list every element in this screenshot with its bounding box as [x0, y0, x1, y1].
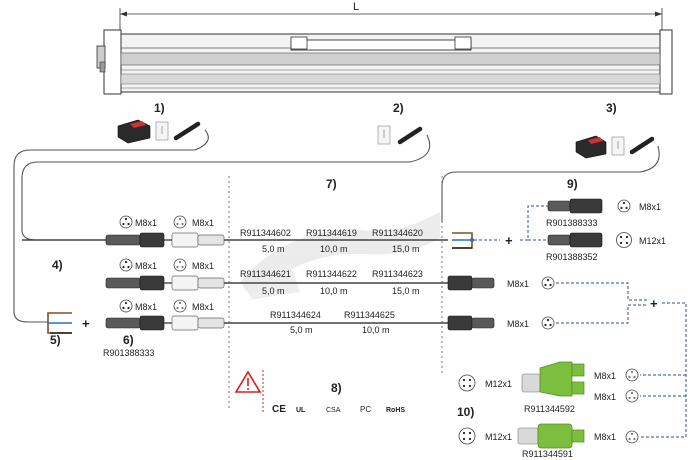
callout-1: 1): [154, 101, 165, 115]
cable-3-part-1: R911344624: [270, 310, 321, 320]
callout-3: 3): [606, 101, 617, 115]
cable-1-length-1: 5,0 m: [262, 244, 285, 254]
socket-connector-label-1: M8x1: [192, 218, 214, 228]
sensor-kit-1: [117, 119, 201, 144]
callout-8: 8): [331, 381, 342, 395]
cable-2-part-1: R911344621: [240, 269, 291, 279]
callout-5: 5): [50, 333, 61, 347]
right-connector-icon-2: [541, 316, 555, 330]
callout-2: 2): [393, 101, 404, 115]
group9-thread-2: M12x1: [639, 236, 666, 246]
group9-cable-m12: [547, 232, 632, 248]
group9-part-1: R901388333: [546, 218, 598, 228]
cable-1-length-3: 15,0 m: [392, 244, 420, 254]
callout-6: 6): [123, 333, 134, 347]
cable-2-part-3: R911344623: [372, 269, 423, 279]
left-connector-label-1: M8x1: [135, 218, 157, 228]
adapter-straight-part: R911344591: [522, 449, 573, 459]
adapter-straight-out-icon: [625, 430, 639, 444]
callout-9: 9): [567, 177, 578, 191]
cable-2-length-2: 10,0 m: [320, 286, 348, 296]
socket-connector-label-3: M8x1: [192, 302, 214, 312]
group9-part-2: R901388352: [546, 252, 598, 262]
callout-7: 7): [326, 177, 337, 191]
sensor-part-number: R901388333: [103, 348, 155, 358]
sensor-cable-routes: [13, 129, 660, 323]
cert-rohs: RoHS: [386, 407, 405, 414]
cable-3-length-2: 10,0 m: [362, 325, 390, 335]
adapter-y-thread-in: M12x1: [485, 379, 512, 389]
adapter-y-out-icons: [625, 368, 639, 403]
cable-1-part-3: R911344620: [372, 228, 423, 238]
cable-2-length-1: 5,0 m: [262, 286, 285, 296]
plus-network: +: [650, 296, 658, 311]
cable-1-part-2: R911344619: [306, 228, 357, 238]
group9-cable-m8: [547, 198, 631, 214]
linear-module: L: [96, 1, 673, 95]
cert-ul: UL: [296, 407, 306, 414]
adapter-y-thread-out-2: M8x1: [594, 392, 616, 402]
sensor-kit-2: [377, 125, 423, 145]
cable-3-length-1: 5,0 m: [290, 325, 313, 335]
warning-icon: [234, 370, 264, 412]
adapter-y-part: R911344592: [524, 404, 575, 414]
cable-1-length-2: 10,0 m: [320, 244, 348, 254]
wire-end-left: [47, 312, 72, 334]
right-connector-label-1: M8x1: [507, 279, 529, 289]
dashed-adapter-network: [556, 282, 687, 438]
callout-4: 4): [52, 258, 63, 272]
cable-2-length-3: 15,0 m: [392, 286, 420, 296]
plus-right: +: [505, 233, 513, 248]
callout-10: 10): [457, 405, 474, 419]
cert-ce: CE: [272, 404, 286, 415]
cert-pc: PC: [360, 405, 371, 414]
sensor-kit-3: [575, 135, 655, 159]
right-connector-icon-1: [541, 276, 555, 290]
cable-row-2: [105, 275, 495, 291]
cert-csa: CSA: [326, 407, 341, 414]
cable-1-part-1: R911344602: [240, 228, 291, 238]
cable-chain-illustration: [240, 212, 440, 300]
right-connector-label-2: M8x1: [507, 319, 529, 329]
adapter-straight: [458, 423, 585, 449]
left-connector-label-2: M8x1: [135, 261, 157, 271]
plus-left: +: [82, 316, 90, 331]
wire-end-right: [452, 232, 474, 249]
adapter-straight-thread-out: M8x1: [594, 432, 616, 442]
dashed-branch-9: [520, 205, 548, 241]
socket-connector-label-2: M8x1: [192, 261, 214, 271]
adapter-straight-thread-in: M12x1: [485, 432, 512, 442]
cable-row-3: [105, 315, 495, 331]
adapter-y-thread-out-1: M8x1: [594, 371, 616, 381]
adapter-y: [458, 361, 585, 397]
cable-2-part-2: R911344622: [306, 269, 357, 279]
dimension-label: L: [353, 1, 359, 13]
cable-row-1: [22, 232, 448, 248]
left-connector-icons: [119, 215, 187, 313]
group9-thread-1: M8x1: [639, 202, 661, 212]
cable-3-part-2: R911344625: [344, 310, 395, 320]
left-connector-label-3: M8x1: [135, 302, 157, 312]
